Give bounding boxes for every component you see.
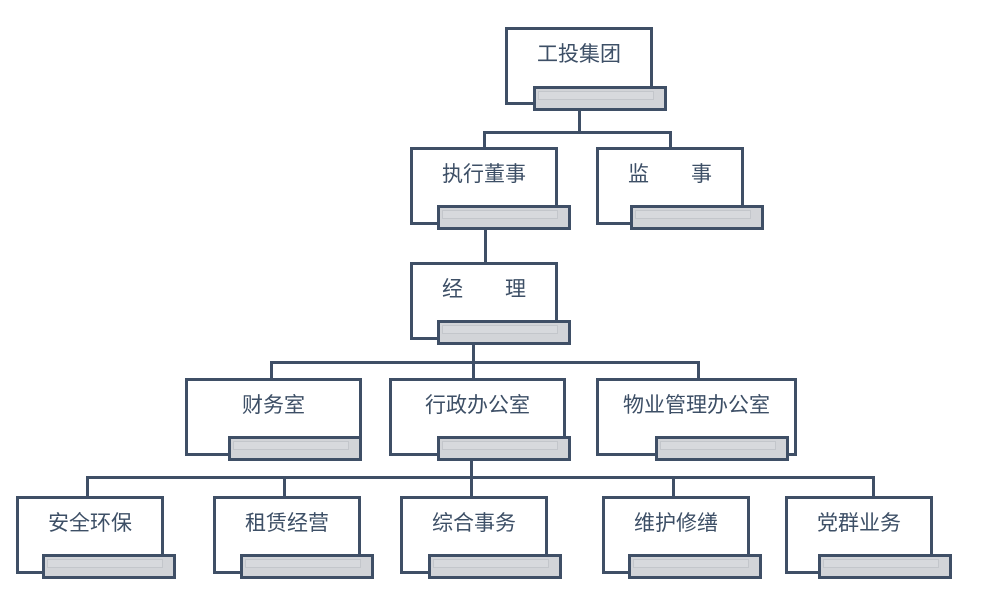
node-exec-director-bar [437,205,571,230]
node-finance-office-bar [228,436,362,461]
node-group-bar [533,86,667,111]
node-finance-office-label: 财务室 [242,394,305,417]
connector-drop-lease-operation [283,476,286,497]
connector-drop-property-office [697,361,700,379]
node-property-office-bar [655,436,789,461]
connector-drop-admin-office [472,345,475,379]
connector-level2-bus [483,131,672,134]
node-admin-office-bar [437,436,571,461]
connector-exec-director-to-manager [484,230,487,263]
connector-group-stem [578,111,581,133]
node-exec-director-label: 执行董事 [442,163,526,186]
node-group-label: 工投集团 [537,43,621,66]
connector-drop-exec-director [483,131,486,148]
node-maintenance-repair-label: 维护修缮 [634,512,718,535]
node-party-mass-affairs-label: 党群业务 [817,512,901,535]
connector-drop-supervisor [669,131,672,148]
node-admin-office-label: 行政办公室 [425,394,530,417]
node-manager-label: 经 理 [442,278,526,301]
node-general-affairs-label: 综合事务 [432,512,516,535]
node-party-mass-affairs-bar [818,554,952,579]
node-supervisor-bar [630,205,764,230]
node-lease-operation-label: 租赁经营 [245,512,329,535]
node-general-affairs-bar [428,554,562,579]
connector-drop-maintenance-repair [672,476,675,497]
node-safety-env-label: 安全环保 [48,512,132,535]
node-safety-env-bar [42,554,176,579]
connector-drop-finance-office [270,361,273,379]
node-maintenance-repair-bar [628,554,762,579]
node-property-office-label: 物业管理办公室 [623,394,770,417]
node-lease-operation-bar [240,554,374,579]
connector-drop-party-mass-affairs [872,476,875,497]
node-manager-bar [437,320,571,345]
connector-drop-general-affairs [470,461,473,497]
node-supervisor-label: 监 事 [628,163,712,186]
connector-drop-safety-env [86,476,89,497]
connector-level4-bus [270,361,700,364]
connector-level5-bus [86,476,875,479]
